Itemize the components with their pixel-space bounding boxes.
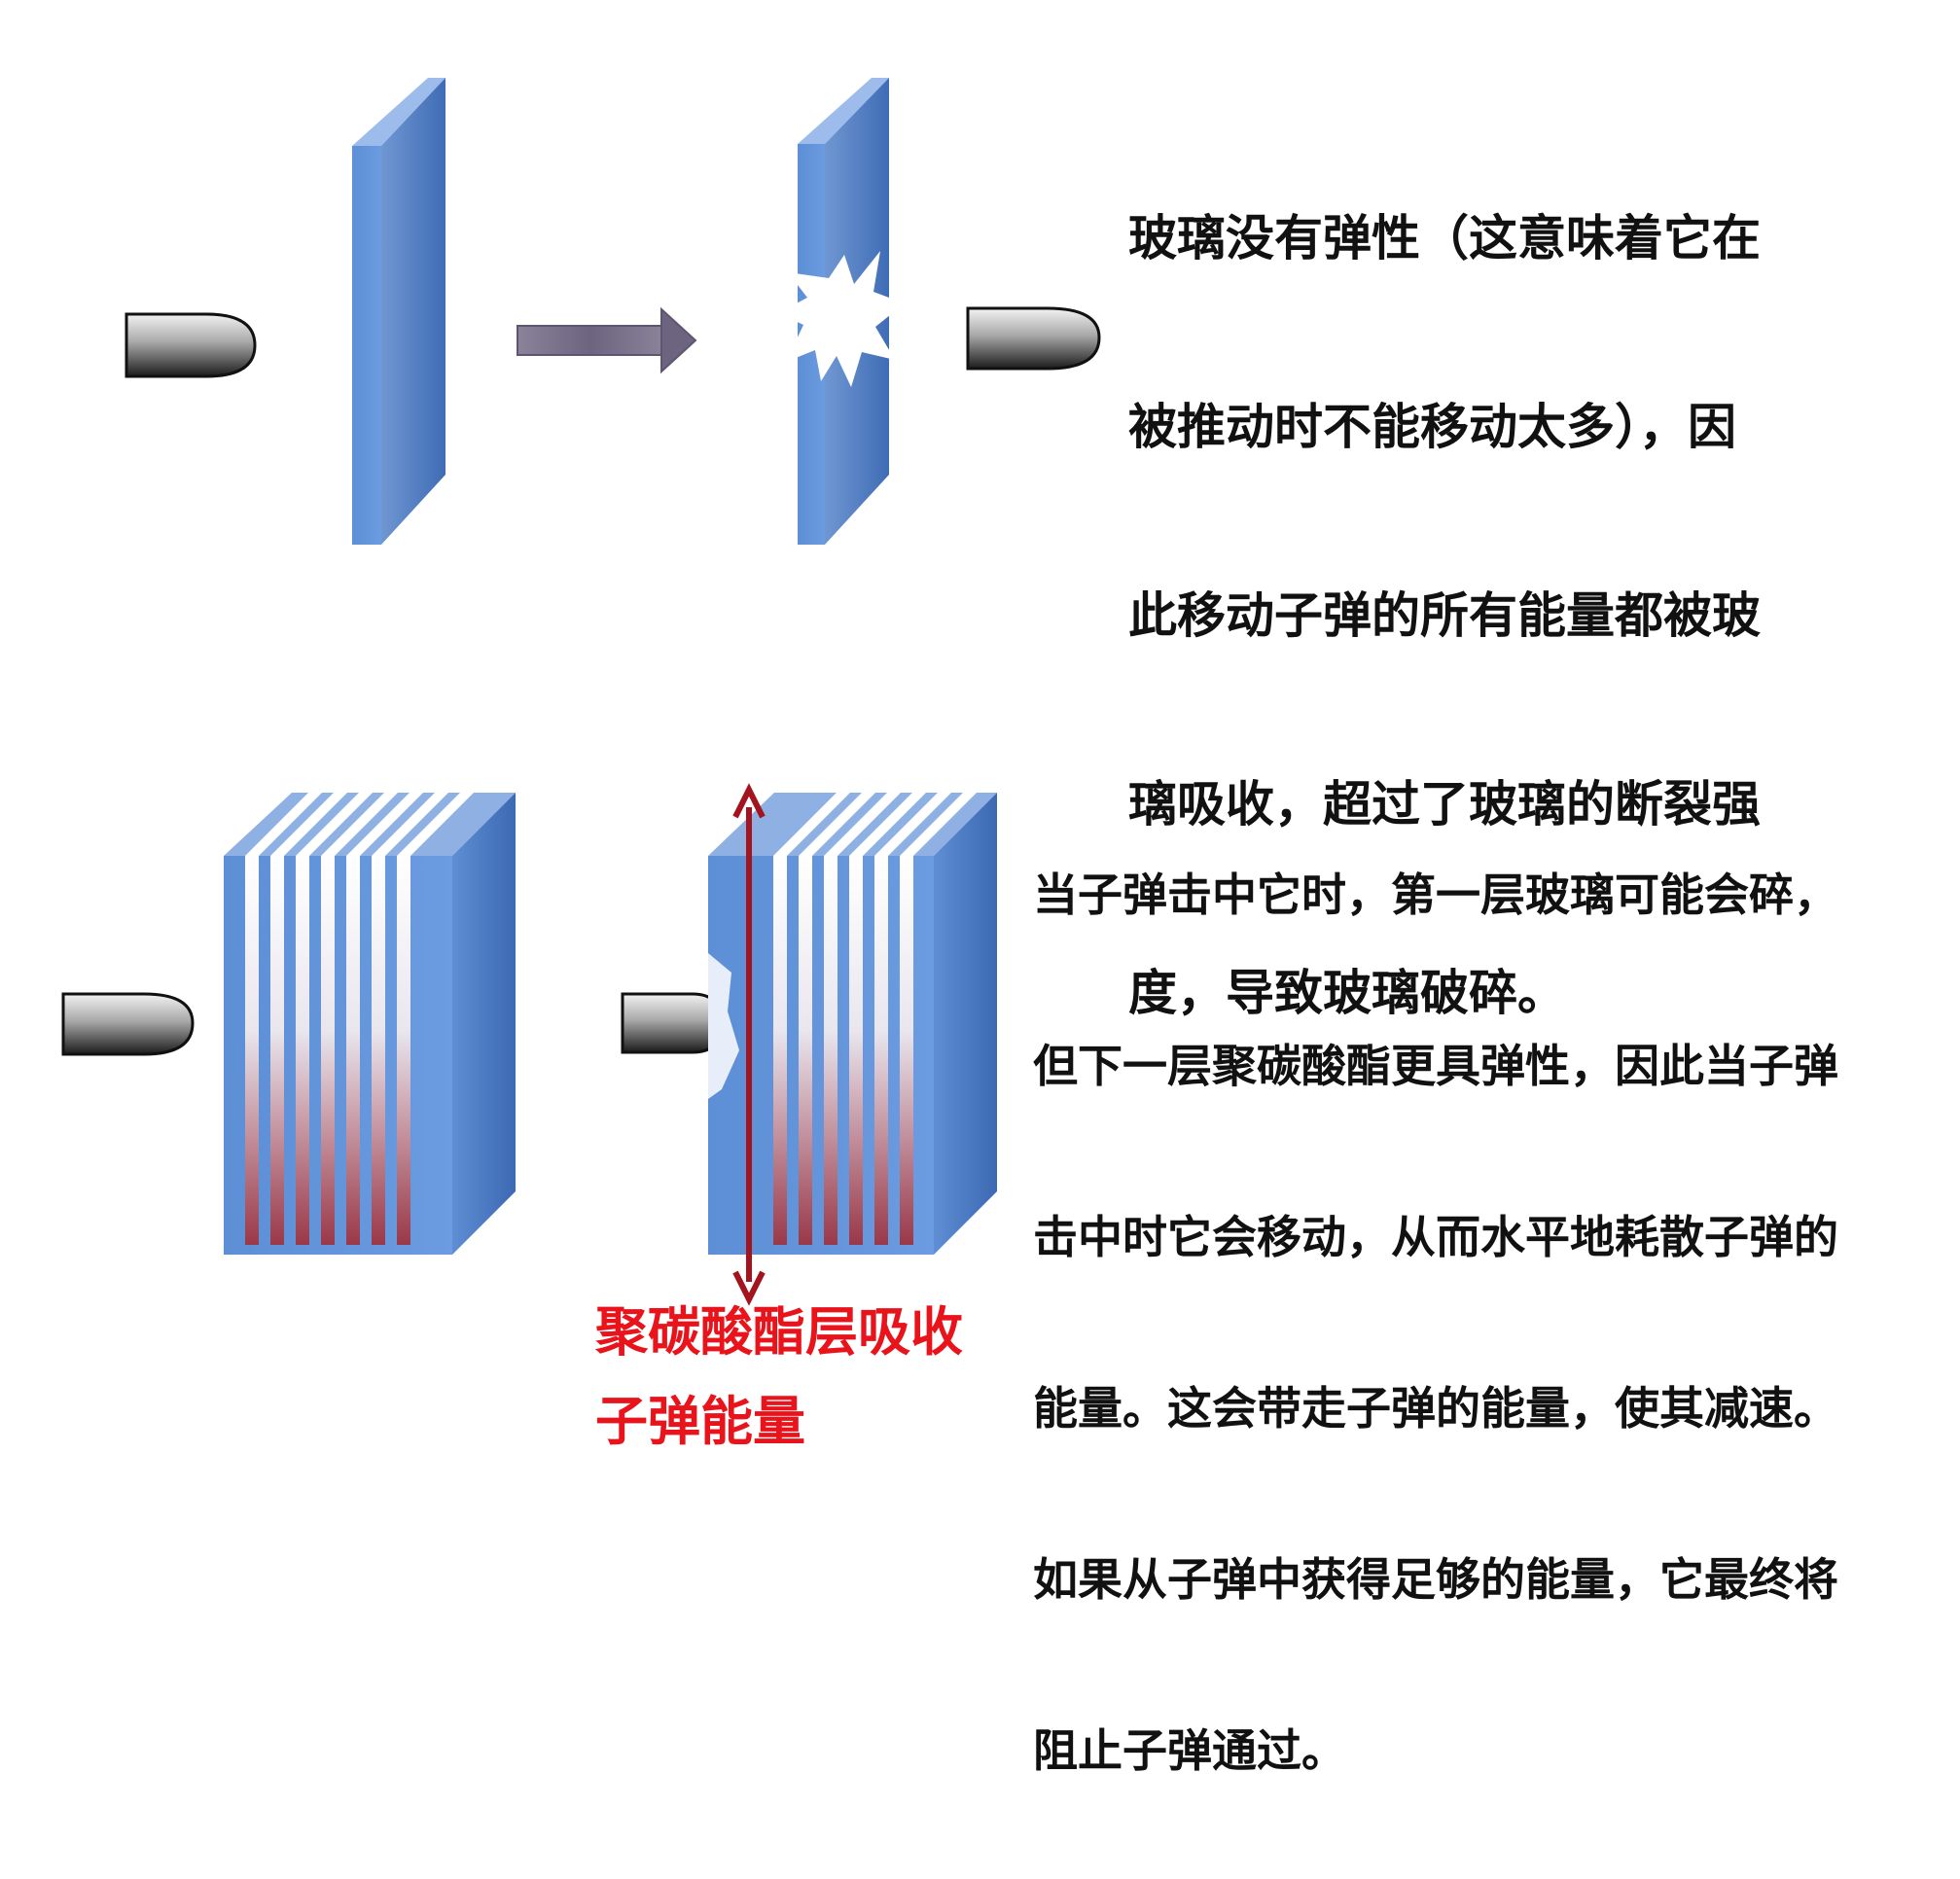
polycarbonate-layer: [296, 856, 309, 1245]
polycarbonate-layer: [849, 856, 863, 1245]
shatter-burst: [778, 251, 905, 387]
glass-description: 玻璃没有弹性（这意味着它在 被推动时不能移动太多），因 此移动子弹的所有能量都被…: [1128, 97, 1907, 1135]
layer-top-edge: [773, 793, 850, 856]
text-line: 击中时它会移动，从而水平地耗散子弹的: [1033, 1211, 1838, 1263]
energy-dissipation-arrow: [732, 783, 766, 1306]
polycarbonate-layer: [397, 856, 410, 1245]
layer-top-edge: [397, 793, 474, 856]
layer-top-edge: [270, 793, 347, 856]
glass-pane-broken: [778, 78, 905, 545]
polycarbonate-layer: [346, 856, 360, 1245]
bulletproof-glass-diagram: [61, 78, 1101, 1306]
layer-top-edge: [824, 793, 901, 856]
layer-top-edge: [372, 793, 448, 856]
bullet-3: [61, 992, 195, 1056]
layer-top-edge: [799, 793, 875, 856]
text-line: 当子弹击中它时，第一层玻璃可能会碎，: [1033, 869, 1838, 921]
glass-pane-intact: [352, 78, 445, 545]
layer-top-edge: [874, 793, 951, 856]
layer-top-edge: [849, 793, 926, 856]
laminate-description: 当子弹击中它时，第一层玻璃可能会碎， 但下一层聚碳酸酯更具弹性，因此当子弹 击中…: [1033, 766, 1947, 1879]
layer-top-edge: [346, 793, 423, 856]
layer-top-edge: [321, 793, 398, 856]
text-line: 被推动时不能移动太多），因: [1128, 399, 1736, 455]
energy-caption-line-1: 聚碳酸酯层吸收: [595, 1301, 963, 1363]
text-line: 阻止子弹通过。: [1033, 1724, 1346, 1777]
laminated-block-intact: [224, 793, 516, 1255]
text-line: 如果从子弹中获得足够的能量，它最终将: [1033, 1553, 1838, 1606]
polycarbonate-layer: [824, 856, 837, 1245]
bullet-2: [966, 306, 1101, 371]
text-line: 璃吸收，超过了玻璃的断裂强: [1128, 776, 1761, 833]
bullet-1: [125, 312, 257, 378]
polycarbonate-layer: [270, 856, 284, 1245]
text-line: 度，导致玻璃破碎。: [1128, 965, 1566, 1021]
text-line: 能量。这会带走子弹的能量，使其减速。: [1033, 1382, 1838, 1435]
process-arrow: [517, 306, 697, 374]
polycarbonate-layer: [799, 856, 812, 1245]
polycarbonate-layer: [372, 856, 385, 1245]
layer-top-edge: [900, 793, 977, 856]
polycarbonate-layer: [245, 856, 259, 1245]
layer-top-edge: [245, 793, 322, 856]
polycarbonate-layer: [900, 856, 913, 1245]
text-line: 但下一层聚碳酸酯更具弹性，因此当子弹: [1033, 1040, 1838, 1092]
laminated-block-impact: [708, 793, 997, 1255]
energy-caption-line-2: 子弹能量: [595, 1391, 805, 1452]
polycarbonate-layer: [321, 856, 335, 1245]
layer-top-edge: [296, 793, 373, 856]
bullet-4: [621, 992, 724, 1054]
polycarbonate-layer: [773, 856, 787, 1245]
text-line: 玻璃没有弹性（这意味着它在: [1128, 210, 1761, 266]
polycarbonate-layer: [874, 856, 888, 1245]
text-line: 此移动子弹的所有能量都被玻: [1128, 587, 1761, 644]
